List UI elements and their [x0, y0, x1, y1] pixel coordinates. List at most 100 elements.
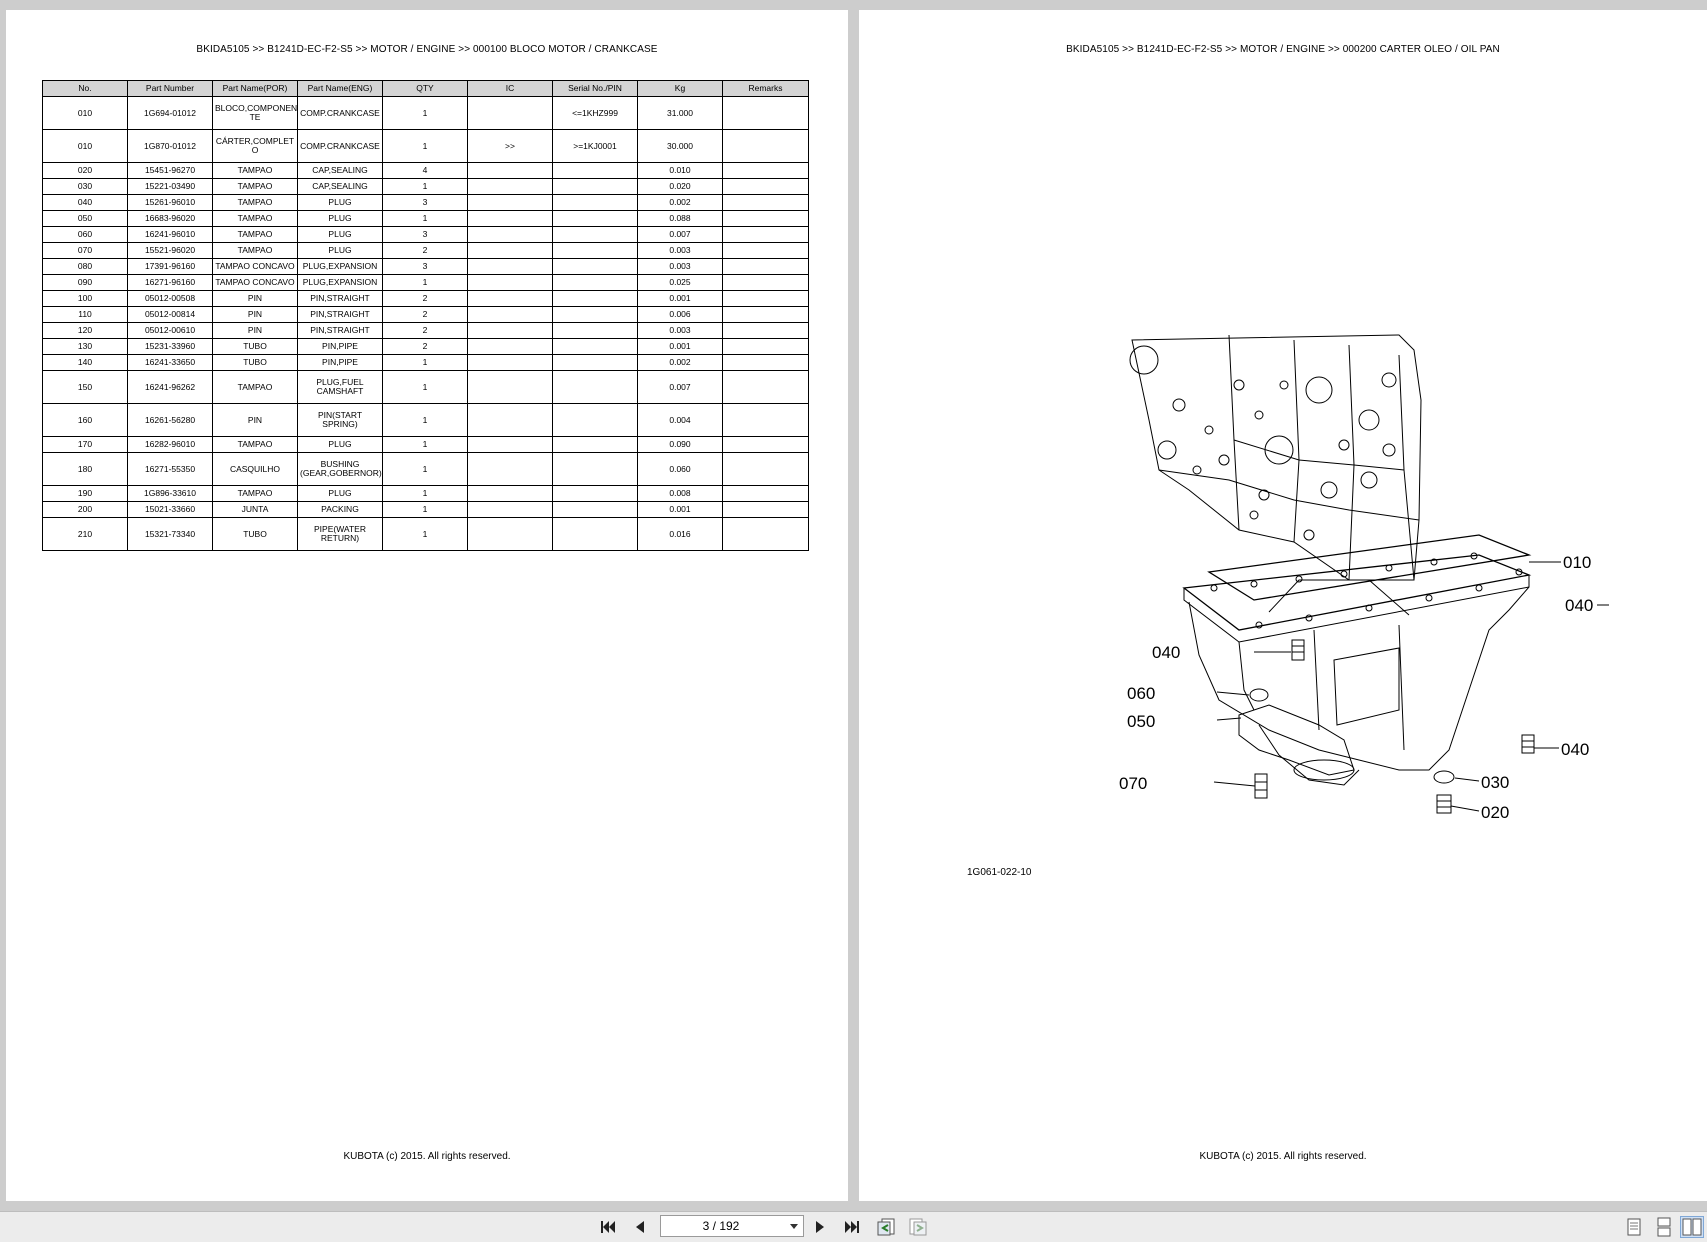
- table-cell: 1G896-33610: [127, 485, 213, 502]
- table-cell: 0.001: [637, 338, 723, 355]
- table-cell: [467, 178, 553, 195]
- table-cell: [722, 338, 809, 355]
- table-cell: [722, 354, 809, 371]
- table-cell: PIN: [212, 322, 298, 339]
- last-page-icon[interactable]: [840, 1216, 864, 1238]
- table-cell: [467, 436, 553, 453]
- continuous-view-icon[interactable]: [1652, 1216, 1676, 1238]
- table-cell: 17391-96160: [127, 258, 213, 275]
- table-cell: 0.020: [637, 178, 723, 195]
- table-cell: 110: [42, 306, 128, 323]
- first-page-icon[interactable]: [596, 1216, 620, 1238]
- callout-030: 030: [1481, 773, 1509, 792]
- table-cell: [722, 96, 809, 130]
- table-cell: [552, 258, 638, 275]
- column-header: Kg: [637, 80, 723, 97]
- table-cell: 040: [42, 194, 128, 211]
- callout-050: 050: [1127, 712, 1155, 731]
- table-cell: >=1KJ0001: [552, 129, 638, 163]
- table-cell: 200: [42, 501, 128, 518]
- go-back-icon[interactable]: [874, 1216, 898, 1238]
- previous-page-icon[interactable]: [628, 1216, 652, 1238]
- table-cell: 170: [42, 436, 128, 453]
- table-cell: [722, 162, 809, 179]
- table-cell: PLUG: [297, 485, 383, 502]
- table-cell: 16683-96020: [127, 210, 213, 227]
- table-cell: [722, 501, 809, 518]
- table-cell: 2: [382, 290, 468, 307]
- table-cell: [552, 306, 638, 323]
- table-cell: 1G694-01012: [127, 96, 213, 130]
- table-cell: 31.000: [637, 96, 723, 130]
- table-cell: 0.025: [637, 274, 723, 291]
- table-cell: 05012-00610: [127, 322, 213, 339]
- table-cell: [552, 370, 638, 404]
- table-cell: 1: [382, 485, 468, 502]
- table-cell: 100: [42, 290, 128, 307]
- table-cell: 1G870-01012: [127, 129, 213, 163]
- table-cell: [552, 274, 638, 291]
- table-cell: 1: [382, 452, 468, 486]
- column-header: Part Name(POR): [212, 80, 298, 97]
- table-cell: CASQUILHO: [212, 452, 298, 486]
- right-page: BKIDA5105 >> B1241D-EC-F2-S5 >> MOTOR / …: [859, 10, 1707, 1201]
- next-page-icon[interactable]: [808, 1216, 832, 1238]
- table-cell: 16271-55350: [127, 452, 213, 486]
- oil-strainer: [1238, 704, 1355, 776]
- table-cell: 1: [382, 370, 468, 404]
- table-cell: [552, 517, 638, 551]
- table-cell: 30.000: [637, 129, 723, 163]
- table-cell: PLUG: [297, 242, 383, 259]
- table-cell: 0.001: [637, 290, 723, 307]
- table-cell: [722, 403, 809, 437]
- table-cell: TAMPAO: [212, 370, 298, 404]
- table-cell: [467, 517, 553, 551]
- drawing-number: 1G061-022-10: [967, 867, 1032, 878]
- table-cell: [552, 501, 638, 518]
- table-cell: 16282-96010: [127, 436, 213, 453]
- table-cell: 010: [42, 129, 128, 163]
- table-cell: 15321-73340: [127, 517, 213, 551]
- table-cell: 080: [42, 258, 128, 275]
- table-cell: 0.007: [637, 370, 723, 404]
- callout-010: 010: [1563, 553, 1591, 572]
- table-cell: [552, 436, 638, 453]
- table-cell: COMP.CRANKCASE: [297, 129, 383, 163]
- single-page-view-icon[interactable]: [1622, 1216, 1646, 1238]
- table-cell: 070: [42, 242, 128, 259]
- table-cell: PIN: [212, 290, 298, 307]
- table-cell: TAMPAO: [212, 436, 298, 453]
- table-cell: 15021-33660: [127, 501, 213, 518]
- table-cell: TAMPAO: [212, 162, 298, 179]
- table-cell: [552, 338, 638, 355]
- table-cell: BLOCO,COMPONEN TE: [212, 96, 298, 130]
- table-cell: TAMPAO: [212, 226, 298, 243]
- table-cell: [467, 162, 553, 179]
- table-cell: [552, 210, 638, 227]
- table-cell: [467, 501, 553, 518]
- table-cell: [467, 403, 553, 437]
- table-cell: 0.090: [637, 436, 723, 453]
- table-cell: PIN,PIPE: [297, 354, 383, 371]
- page-number-field[interactable]: 3 / 192: [660, 1215, 804, 1237]
- chevron-down-icon[interactable]: [790, 1224, 798, 1229]
- o-ring-060: [1249, 688, 1269, 702]
- go-forward-icon[interactable]: [906, 1216, 930, 1238]
- table-cell: PLUG: [297, 194, 383, 211]
- table-cell: 16261-56280: [127, 403, 213, 437]
- table-cell: [552, 452, 638, 486]
- page-indicator: 3 / 192: [702, 1219, 740, 1233]
- table-cell: 0.002: [637, 194, 723, 211]
- two-page-view-icon[interactable]: [1680, 1216, 1704, 1238]
- table-cell: 16271-96160: [127, 274, 213, 291]
- table-cell: [467, 96, 553, 130]
- table-cell: [722, 274, 809, 291]
- table-cell: 210: [42, 517, 128, 551]
- drain-plug-020: [1436, 794, 1452, 814]
